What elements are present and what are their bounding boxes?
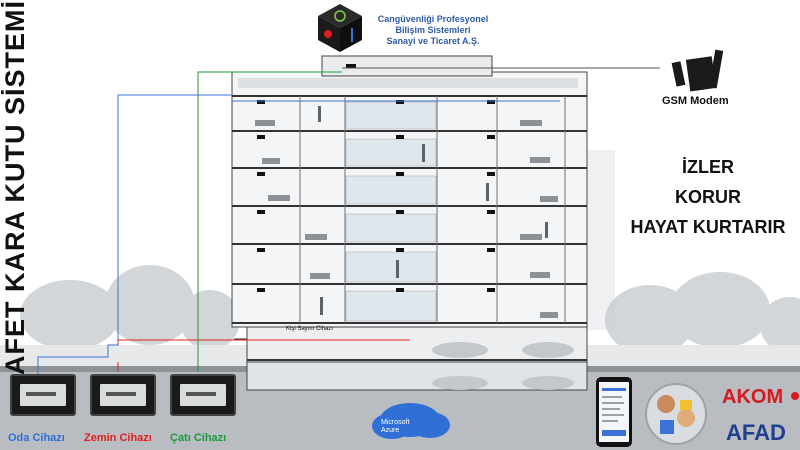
room-device-screen	[20, 384, 66, 406]
phone-app-icon	[596, 377, 632, 447]
company-name-line-1: Cangüvenliği Profesyonel	[377, 14, 489, 24]
floor-device-screen	[100, 384, 146, 406]
azure-label-line-2: Azure	[381, 427, 400, 434]
trees	[20, 265, 800, 355]
building	[231, 55, 588, 391]
akom-logo-mark	[791, 392, 799, 400]
slogan-line-2: KORUR	[675, 187, 741, 207]
company-name-line-3: Sanayi ve Ticaret A.Ş.	[386, 36, 480, 46]
floor-device-label: Zemin Cihazı	[84, 432, 152, 444]
wiring	[37, 67, 660, 378]
company-name: Cangüvenliği Profesyonel Bilişim Sisteml…	[368, 14, 498, 47]
gsm-modem-icon	[671, 49, 724, 92]
slogan-line-1: İZLER	[682, 157, 734, 177]
people-counter-label: Kişi Sayım Cihazı	[286, 326, 334, 332]
roof-device-label: Çatı Cihazı	[170, 432, 227, 444]
room-device-label: Oda Cihazı	[8, 432, 65, 444]
background-building	[585, 150, 615, 330]
afad-logo: AFAD	[726, 420, 786, 445]
company-name-line-2: Bilişim Sistemleri	[395, 25, 471, 35]
roof-device-screen	[180, 384, 226, 406]
floor-device	[90, 374, 156, 416]
room-device	[10, 374, 76, 416]
system-title: AFET KARA KUTU SİSTEMİ	[0, 0, 30, 375]
roof-device	[170, 374, 236, 416]
emergency-team-photo	[645, 383, 707, 445]
azure-label: Microsoft Azure	[381, 419, 409, 435]
akom-logo: AKOM	[722, 386, 784, 408]
azure-label-line-1: Microsoft	[381, 419, 410, 426]
gsm-modem-label: GSM Modem	[662, 95, 729, 107]
company-logo	[318, 4, 362, 52]
azure-cloud	[372, 403, 450, 439]
slogan-line-3: HAYAT KURTARIR	[630, 217, 786, 237]
